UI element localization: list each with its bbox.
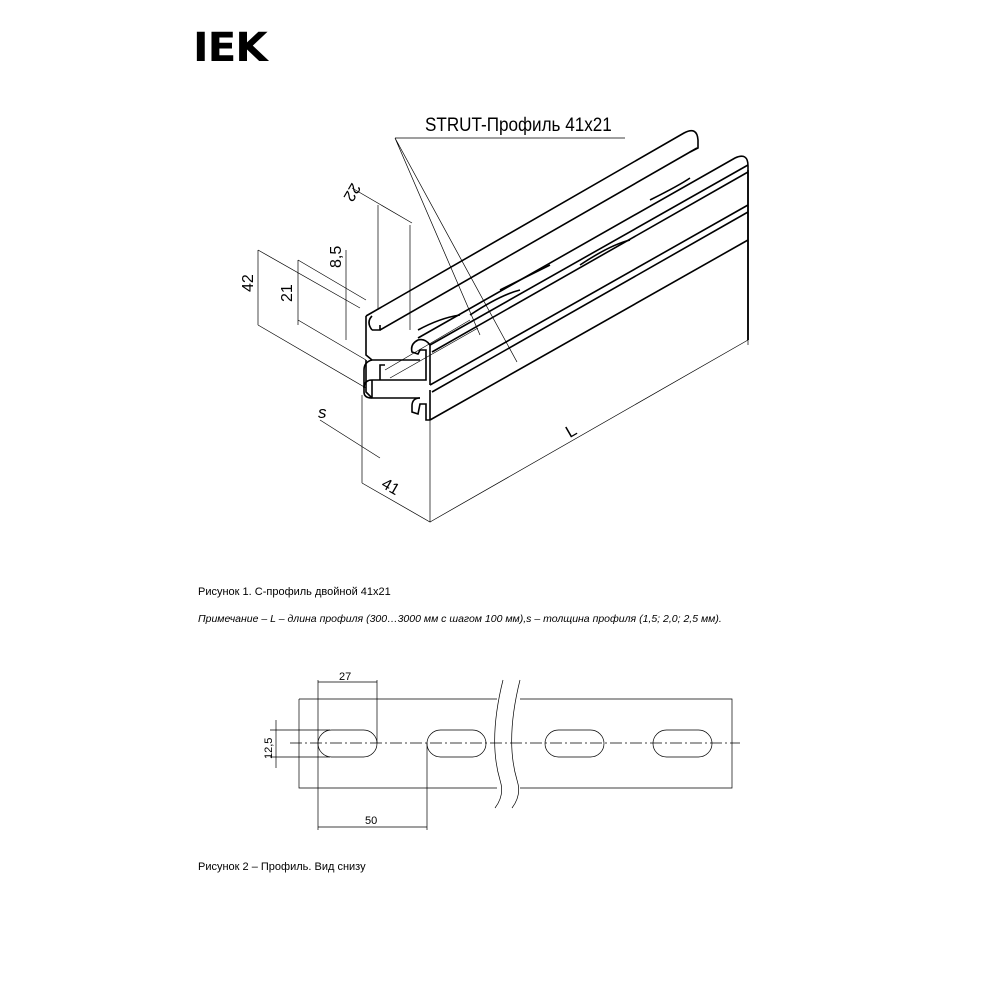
figure-2-caption: Рисунок 2 – Профиль. Вид снизу (198, 861, 366, 873)
profile-bottom-view (270, 679, 740, 830)
dim-41: 41 (378, 475, 402, 499)
dim-8-5: 8,5 (328, 246, 345, 268)
dim-42: 42 (240, 274, 257, 292)
figure-1-caption: Рисунок 1. С-профиль двойной 41х21 (198, 586, 391, 598)
dim-s: s (318, 403, 327, 422)
dim-12-5: 12,5 (263, 738, 275, 759)
dim-L: L (562, 420, 580, 441)
dim-27: 27 (339, 671, 351, 683)
dimension-lines (257, 187, 749, 523)
figure-1-note: Примечание – L – длина профиля (300…3000… (198, 613, 722, 625)
iek-logo: IEK (193, 25, 268, 71)
profile-isometric (363, 129, 749, 421)
dim-21: 21 (279, 284, 296, 302)
dim-50: 50 (365, 815, 377, 827)
dim-22: 22 (340, 180, 364, 204)
profile-title: STRUT-Профиль 41x21 (425, 114, 612, 135)
